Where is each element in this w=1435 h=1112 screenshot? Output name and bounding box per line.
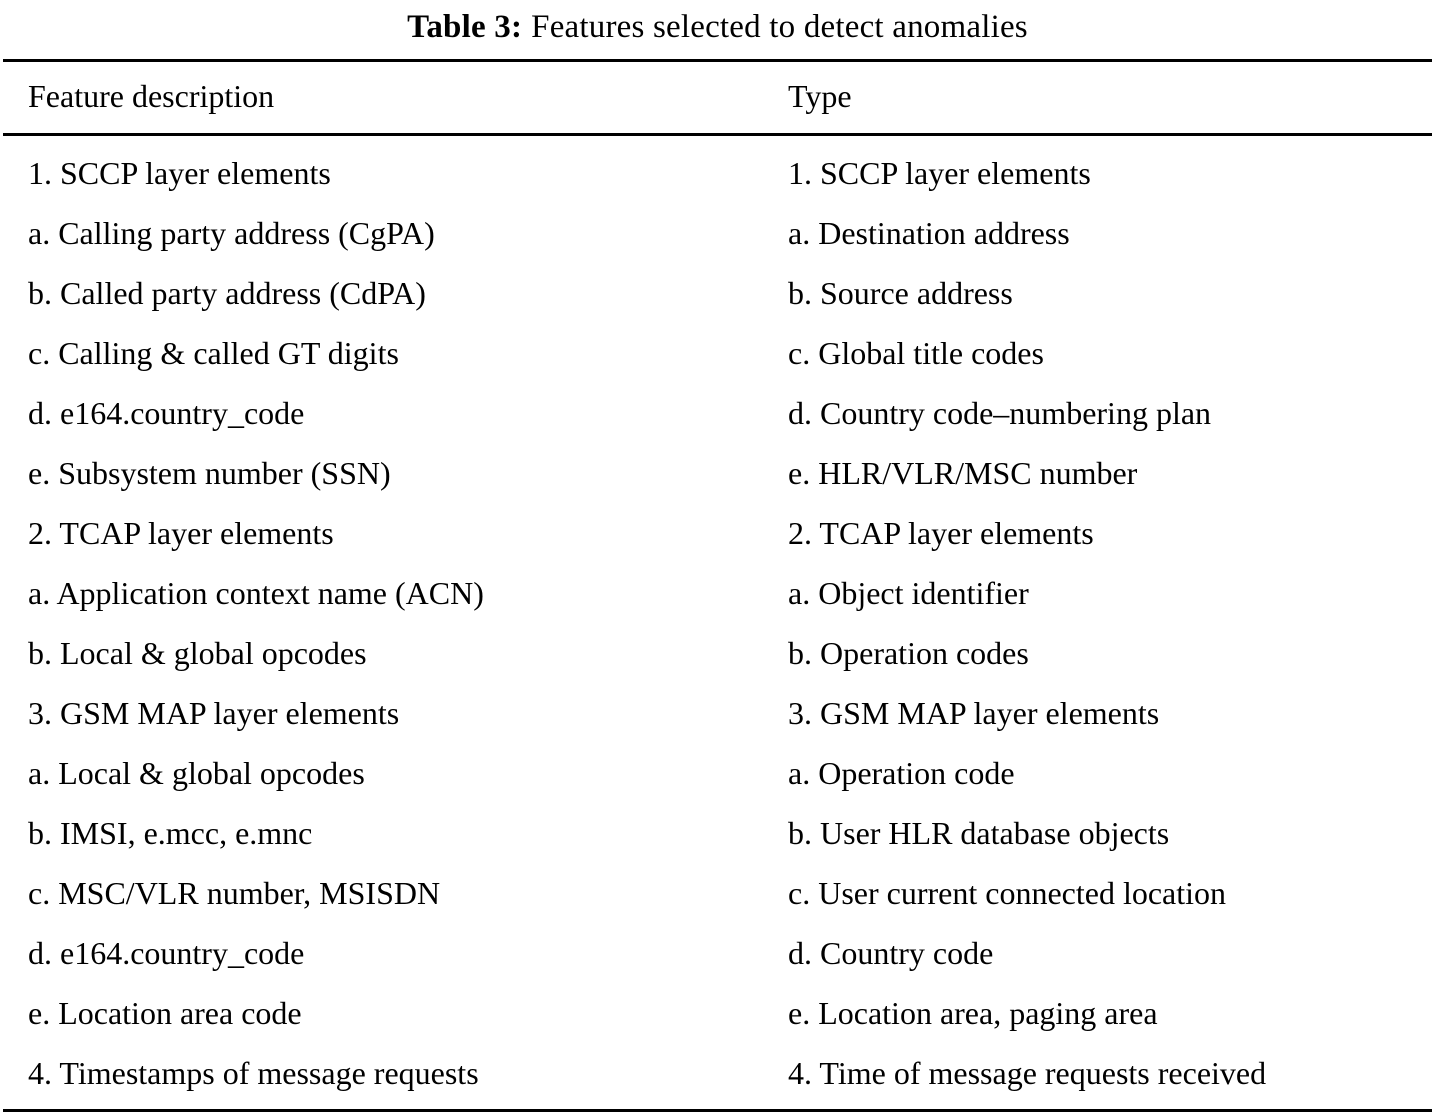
table-row: e. Subsystem number (SSN) e. HLR/VLR/MSC… [3, 443, 1435, 503]
cell-type: b. User HLR database objects [788, 815, 1170, 851]
cell-feature-description: c. Calling & called GT digits [28, 335, 399, 371]
cell-feature-description: b. Called party address (CdPA) [28, 275, 426, 311]
table-row: d. e164.country_code d. Country code [3, 923, 1435, 983]
table-row: a. Application context name (ACN) a. Obj… [3, 563, 1435, 623]
table-caption: Table 3:Features selected to detect anom… [0, 0, 1435, 52]
cell-feature-description: 3. GSM MAP layer elements [28, 695, 400, 731]
caption-text: Features selected to detect anomalies [531, 9, 1028, 45]
features-table-body: 1. SCCP layer elements 1. SCCP layer ele… [3, 136, 1435, 1109]
cell-feature-description: b. Local & global opcodes [28, 635, 367, 671]
cell-type: c. User current connected location [788, 875, 1227, 911]
column-header-type: Type [788, 78, 852, 114]
cell-feature-description: 1. SCCP layer elements [28, 155, 331, 191]
cell-type: b. Operation codes [788, 635, 1029, 671]
table-header: Feature description Type [3, 62, 1435, 133]
caption-label: Table 3: [407, 9, 523, 45]
table-row: c. MSC/VLR number, MSISDN c. User curren… [3, 863, 1435, 923]
cell-type: b. Source address [788, 275, 1013, 311]
cell-feature-description: c. MSC/VLR number, MSISDN [28, 875, 441, 911]
cell-type: d. Country code [788, 935, 994, 971]
cell-feature-description: a. Calling party address (CgPA) [28, 215, 435, 251]
table-row: a. Calling party address (CgPA) a. Desti… [3, 203, 1435, 263]
cell-feature-description: e. Location area code [28, 995, 302, 1031]
cell-feature-description: a. Application context name (ACN) [28, 575, 484, 611]
table-row: b. IMSI, e.mcc, e.mnc b. User HLR databa… [3, 803, 1435, 863]
cell-type: 3. GSM MAP layer elements [788, 695, 1160, 731]
cell-feature-description: d. e164.country_code [28, 935, 305, 971]
table-row: 3. GSM MAP layer elements 3. GSM MAP lay… [3, 683, 1435, 743]
table-row: b. Called party address (CdPA) b. Source… [3, 263, 1435, 323]
table-row: a. Local & global opcodes a. Operation c… [3, 743, 1435, 803]
cell-feature-description: e. Subsystem number (SSN) [28, 455, 391, 491]
cell-type: d. Country code–numbering plan [788, 395, 1212, 431]
cell-feature-description: b. IMSI, e.mcc, e.mnc [28, 815, 313, 851]
cell-feature-description: a. Local & global opcodes [28, 755, 365, 791]
table-row: 2. TCAP layer elements 2. TCAP layer ele… [3, 503, 1435, 563]
table-row: c. Calling & called GT digits c. Global … [3, 323, 1435, 383]
cell-type: 2. TCAP layer elements [788, 515, 1094, 551]
cell-type: c. Global title codes [788, 335, 1044, 371]
table-row: e. Location area code e. Location area, … [3, 983, 1435, 1043]
cell-feature-description: 2. TCAP layer elements [28, 515, 334, 551]
cell-type: 1. SCCP layer elements [788, 155, 1091, 191]
table-body: 1. SCCP layer elements 1. SCCP layer ele… [3, 136, 1435, 1109]
cell-type: e. HLR/VLR/MSC number [788, 455, 1138, 491]
table-row: 1. SCCP layer elements 1. SCCP layer ele… [3, 136, 1435, 203]
column-header-feature-description: Feature description [28, 78, 275, 114]
cell-feature-description: d. e164.country_code [28, 395, 305, 431]
cell-type: e. Location area, paging area [788, 995, 1158, 1031]
cell-type: a. Destination address [788, 215, 1070, 251]
table-row: b. Local & global opcodes b. Operation c… [3, 623, 1435, 683]
table-top-rule [3, 59, 1432, 62]
header-row: Feature description Type [3, 62, 1435, 133]
table-row: d. e164.country_code d. Country code–num… [3, 383, 1435, 443]
cell-type: a. Operation code [788, 755, 1015, 791]
table-header-rule [3, 133, 1432, 136]
features-table: Feature description Type [3, 62, 1435, 133]
cell-type: 4. Time of message requests received [788, 1055, 1267, 1091]
cell-feature-description: 4. Timestamps of message requests [28, 1055, 479, 1091]
cell-type: a. Object identifier [788, 575, 1029, 611]
table-row: 4. Timestamps of message requests 4. Tim… [3, 1043, 1435, 1109]
